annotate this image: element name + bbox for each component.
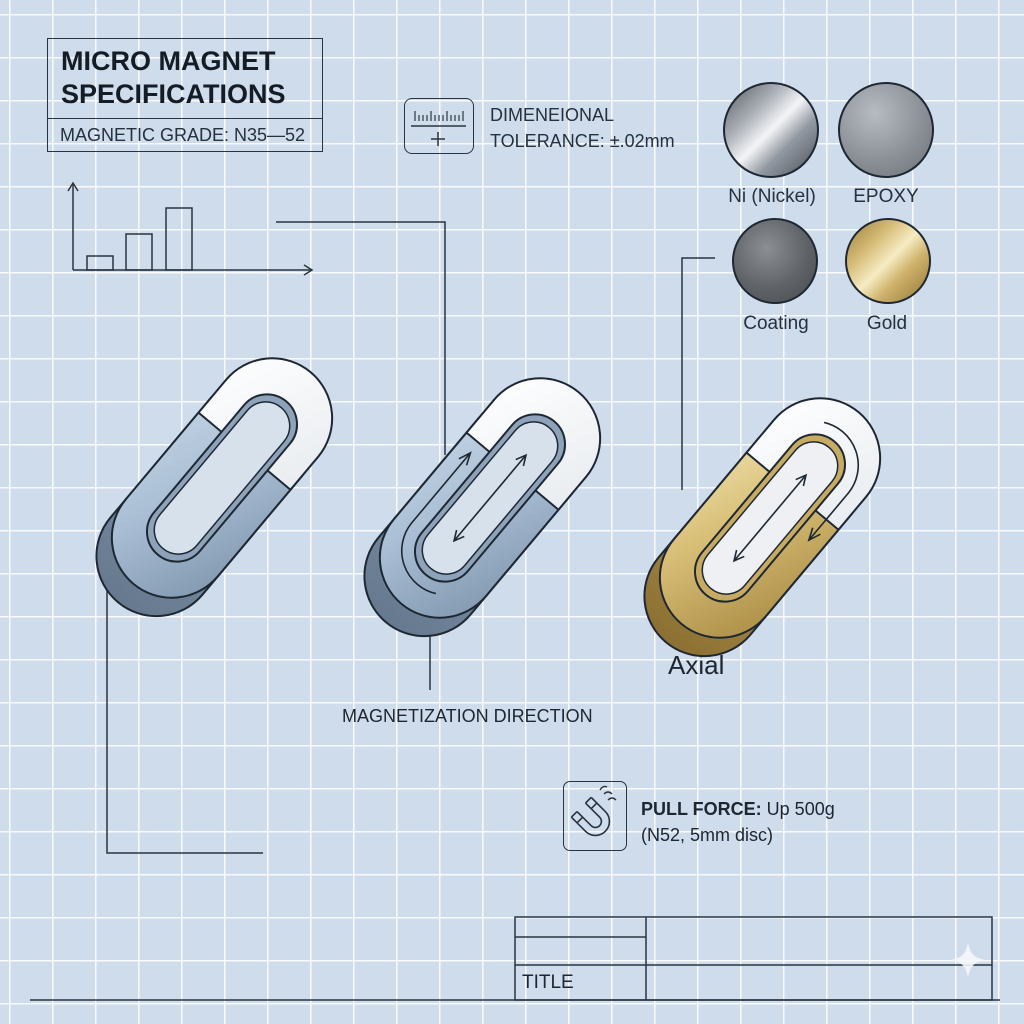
pull-force-detail: (N52, 5mm disc): [641, 825, 774, 845]
swatch-label-coating: Coating: [743, 313, 809, 334]
axial-label: Axial: [668, 650, 725, 680]
pull-force-label: PULL FORCE:: [641, 799, 762, 819]
swatch-label-nickel: Ni (Nickel): [728, 186, 816, 207]
bar-chart-icon: [67, 181, 314, 276]
swatch-label-epoxy: EPOXY: [853, 186, 919, 207]
magnetization-direction-label: MAGNETIZATION DIRECTION: [342, 706, 593, 726]
title-box: MICRO MAGNET SPECIFICATIONS MAGNETIC GRA…: [47, 38, 323, 152]
swatch-gold: [845, 218, 931, 304]
swatch-label-gold: Gold: [866, 313, 908, 334]
pull-force-value: Up 500g: [761, 799, 835, 819]
direction-arrow-double: [452, 453, 528, 543]
horseshoe-magnet-icon: [563, 781, 627, 851]
leader-line-left: [106, 590, 263, 854]
swatch-nickel: [723, 82, 819, 178]
title-divider: [48, 118, 322, 119]
axial-arrow-double: [732, 473, 808, 563]
tolerance-text: DIMENEIONAL TOLERANCE: ±.02mm: [490, 102, 675, 154]
swatch-coating: [732, 218, 818, 304]
title-block: [30, 916, 1000, 1001]
swatch-epoxy: [838, 82, 934, 178]
leader-line-right: [681, 257, 715, 490]
magnet-plain: [95, 357, 334, 618]
magnetic-grade: MAGNETIC GRADE: N35—52: [60, 125, 306, 145]
ruler-plus-icon: [404, 98, 474, 154]
pull-force-text: PULL FORCE: Up 500g (N52, 5mm disc): [641, 796, 835, 848]
page-title: MICRO MAGNET SPECIFICATIONS: [61, 46, 286, 109]
leader-line-center: [276, 221, 446, 455]
title-block-label: TITLE: [522, 972, 574, 993]
direction-arrow-curved: [400, 451, 472, 595]
magnet-gold-axial: [643, 397, 882, 658]
tolerance-line-1: DIMENEIONAL: [490, 105, 615, 125]
sparkle-icon: [950, 942, 986, 978]
tolerance-line-2: TOLERANCE: ±.02mm: [490, 131, 675, 151]
magnet-with-direction-arrows: [363, 377, 602, 638]
axial-arrow-curved: [807, 421, 860, 542]
